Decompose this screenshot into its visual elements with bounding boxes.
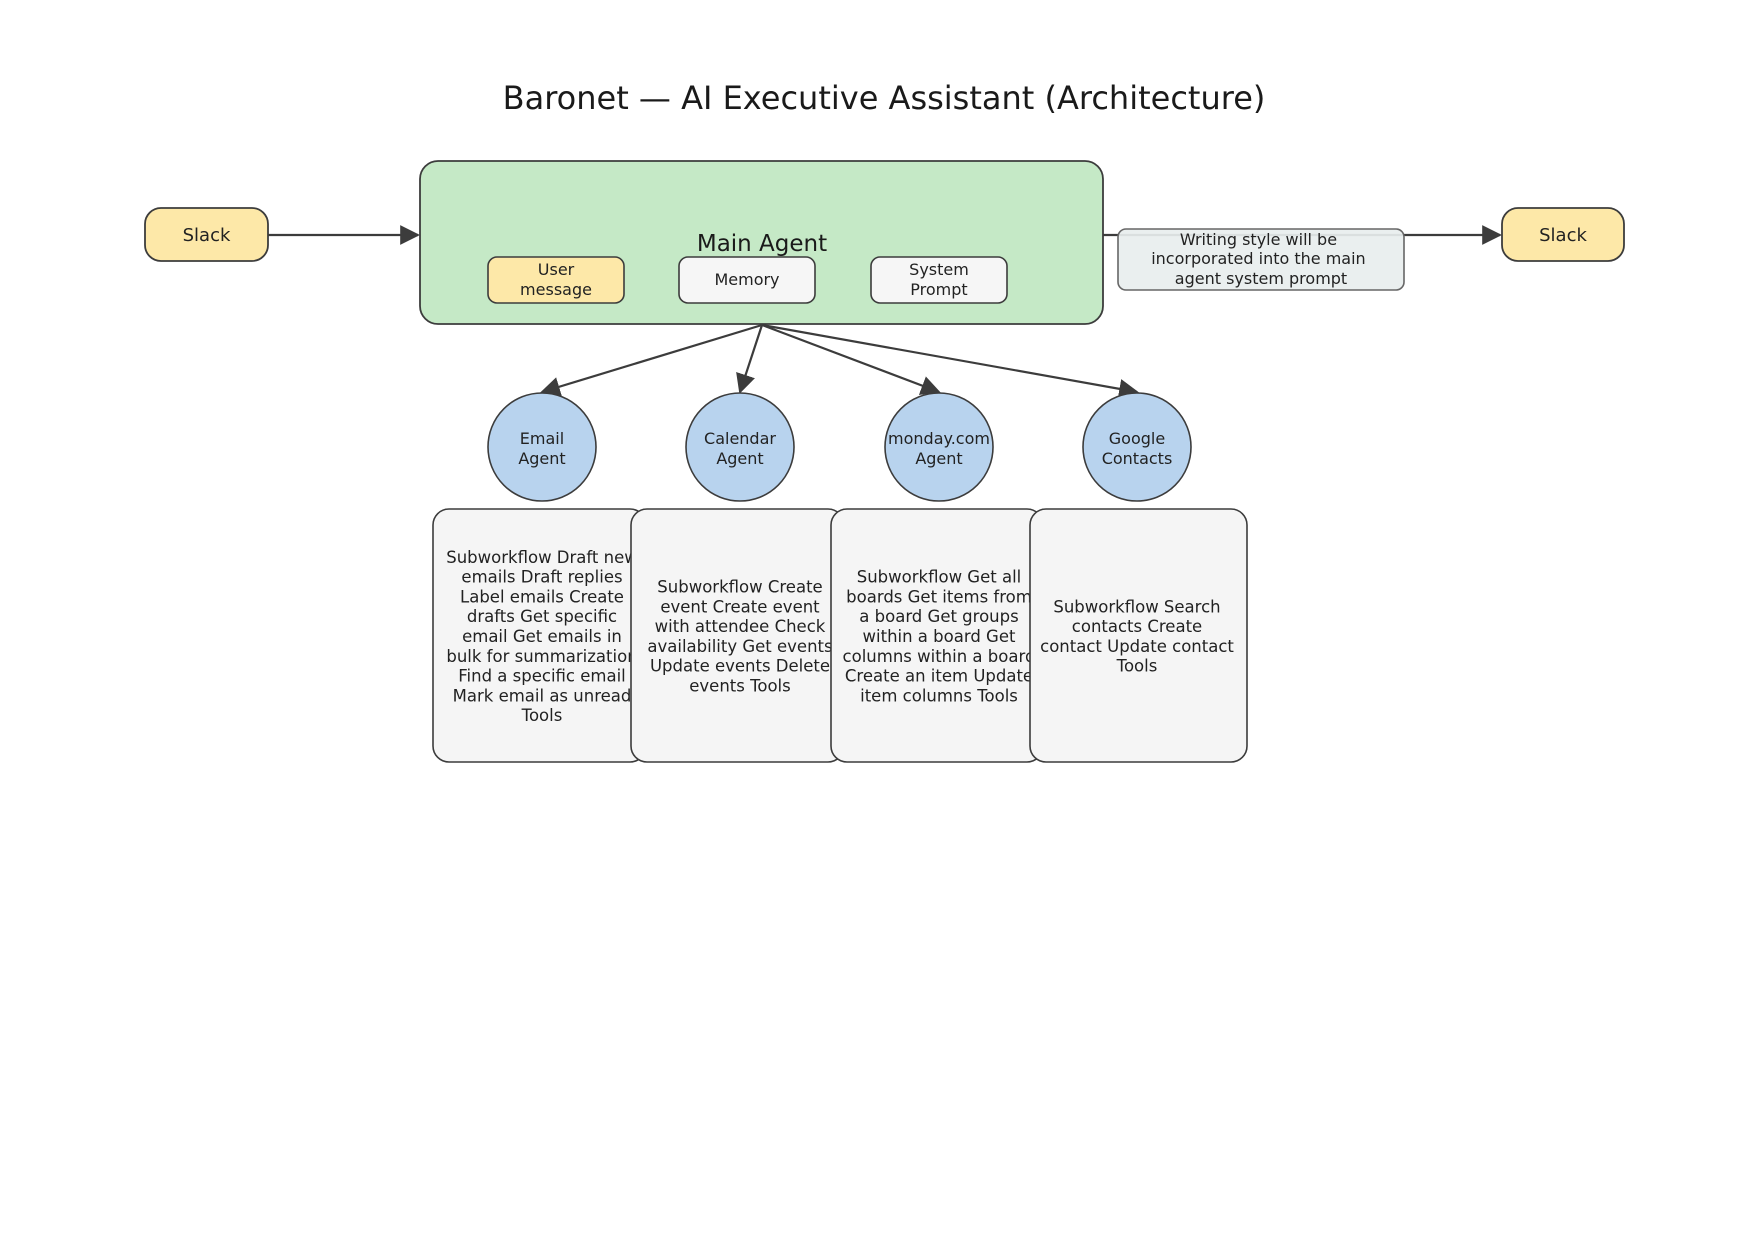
tool-line: item columns Tools [860,686,1018,705]
tool-line: email Get emails in [462,627,622,646]
agent-label: Agent [915,449,962,468]
agent-label: Email [520,429,564,448]
component-label: Memory [714,270,779,289]
agent-label: monday.com [888,429,990,448]
tool-line: contact Update contact [1040,637,1234,656]
note-line: agent system prompt [1175,269,1347,288]
agent-label: Calendar [704,429,776,448]
tool-line: emails Draft replies [461,568,622,587]
tool-line: Create an item Update [845,667,1033,686]
agent-label: Contacts [1102,449,1173,468]
memory-component[interactable]: Memory [678,256,816,304]
tool-line: Subworkflow Search [1053,597,1220,616]
tool-line: with attendee Check [655,617,826,636]
main-agent-label: Main Agent [697,231,827,257]
tool-line: bulk for summarization [446,647,637,666]
tool-line: Subworkflow Get all [857,568,1022,587]
fan-out-arrow [736,324,764,394]
tool-line: Find a specific email [458,667,626,686]
slack-output-node[interactable]: Slack [1501,207,1625,262]
tool-line: columns within a board [843,647,1036,666]
tool-line: boards Get items from [846,587,1032,606]
tool-line: Subworkflow Create [657,578,822,597]
slack-output-label: Slack [1539,225,1587,246]
component-label: User [538,260,575,279]
tool-line: Subworkflow Draft new [446,548,638,567]
tool-line: within a board Get [863,627,1016,646]
agent-label: Google [1109,429,1165,448]
fan-out-arrow [761,323,941,395]
tool-line: events Tools [689,677,790,696]
component-label: System [909,260,969,279]
tool-line: availability Get events [647,637,832,656]
slack-input-node[interactable]: Slack [144,207,269,262]
agent-label: Agent [716,449,763,468]
component-label: message [520,280,592,299]
tool-line: Tools [521,706,563,725]
agent-label: Agent [518,449,565,468]
tool-line: Label emails Create [460,587,624,606]
tool-line: Update events Delete [650,657,830,676]
note-line: Writing style will be [1180,230,1337,249]
tool-line: Tools [1116,657,1158,676]
fan-out-arrow [540,323,763,397]
tool-line: event Create event [660,597,820,616]
component-label: Prompt [910,280,967,299]
slack-input-label: Slack [183,225,231,246]
svg-text:Writing style will be in: Writing style will be incorporated into … [1151,230,1371,288]
diagram-title: Baronet — AI Executive Assistant (Archit… [503,79,1266,117]
tool-line: drafts Get specific [467,607,617,626]
writing-style-note: Writing style will be incorporated into … [1117,228,1405,291]
tool-line: Mark email as unread [453,686,632,705]
fan-out-arrow [761,323,1139,399]
note-line: incorporated into the main [1151,249,1366,268]
tool-line: contacts Create [1072,617,1202,636]
tool-line: a board Get groups [859,607,1018,626]
